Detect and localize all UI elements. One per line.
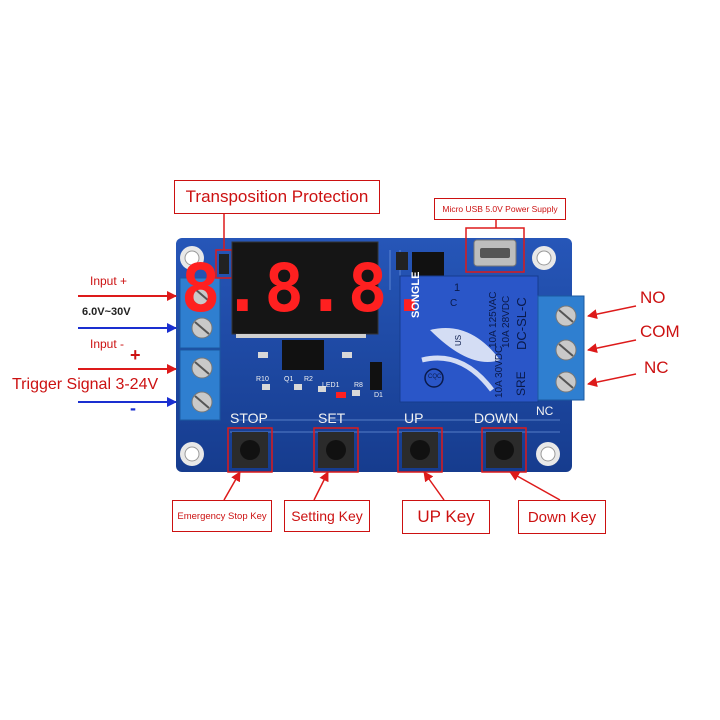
setting-key-callout: Setting Key [284, 500, 370, 532]
silk-r2: R2 [304, 376, 313, 383]
display-digits: 8.8.8. [180, 249, 432, 327]
silk-set: SET [318, 410, 346, 426]
emergency-stop-arrow [223, 471, 241, 501]
relay-model: DC-SL-C [514, 297, 529, 350]
input-minus-label: Input - [90, 337, 125, 351]
relay-brand: SONGLE [410, 271, 422, 318]
relay-output-terminal [537, 295, 585, 401]
trigger-terminal-block [179, 349, 221, 421]
relay-sre: SRE [514, 371, 528, 396]
no-label: NO [640, 288, 666, 307]
no-arrow [587, 305, 637, 320]
relay-us: US [454, 334, 463, 346]
smd-parts [258, 352, 360, 396]
input-plus-label: Input + [90, 274, 128, 288]
down-key-arrow [509, 471, 561, 501]
relay-c-mark: C [450, 298, 458, 309]
silk-led1: LED1 [322, 382, 340, 389]
led1 [336, 392, 346, 398]
down-key-callout: Down Key [518, 500, 606, 534]
usb-power-callout: Micro USB 5.0V Power Supply [434, 198, 566, 220]
silk-nc: NC [536, 404, 554, 418]
silk-r10: R10 [256, 376, 269, 383]
relay-rating-dc: 10A 28VDC [501, 295, 512, 348]
relay-rating-dc2: 10A 30VDC [494, 345, 505, 398]
silk-down: DOWN [474, 410, 519, 426]
relay-rating-ac: 10A 125VAC [488, 291, 499, 348]
input-terminal-block [179, 277, 221, 349]
silk-q1: Q1 [284, 376, 294, 383]
trigger-minus-label: - [130, 398, 136, 418]
mounting-holes [180, 246, 560, 466]
button-set [313, 427, 359, 473]
relay-cqc: CQC [428, 374, 442, 380]
relay-one: 1 [454, 282, 461, 294]
trigger-signal-label: Trigger Signal 3-24V [12, 376, 159, 393]
silk-up: UP [404, 410, 424, 426]
button-up [397, 427, 443, 473]
nc-arrow [587, 373, 637, 388]
silk-stop: STOP [230, 410, 268, 426]
up-key-callout: UP Key [402, 500, 490, 534]
com-arrow [587, 339, 637, 354]
micro-usb-port [465, 227, 525, 273]
nc-label: NC [644, 358, 669, 377]
setting-key-arrow [313, 471, 329, 501]
button-down [481, 427, 527, 473]
button-stop [227, 427, 273, 473]
seven-segment-display [231, 241, 379, 338]
voltage-range-label: 6.0V~30V [82, 306, 131, 318]
ic-chip [282, 340, 324, 370]
up-key-arrow [423, 471, 445, 501]
trigger-plus-label: + [130, 345, 141, 365]
regulator [412, 252, 444, 278]
silk-d1: D1 [374, 392, 383, 399]
emergency-stop-callout: Emergency Stop Key [172, 500, 272, 532]
transposition-protection-callout: Transposition Protection [174, 180, 380, 214]
com-label: COM [640, 322, 680, 341]
silk-r8: R8 [354, 382, 363, 389]
relay [399, 275, 539, 403]
